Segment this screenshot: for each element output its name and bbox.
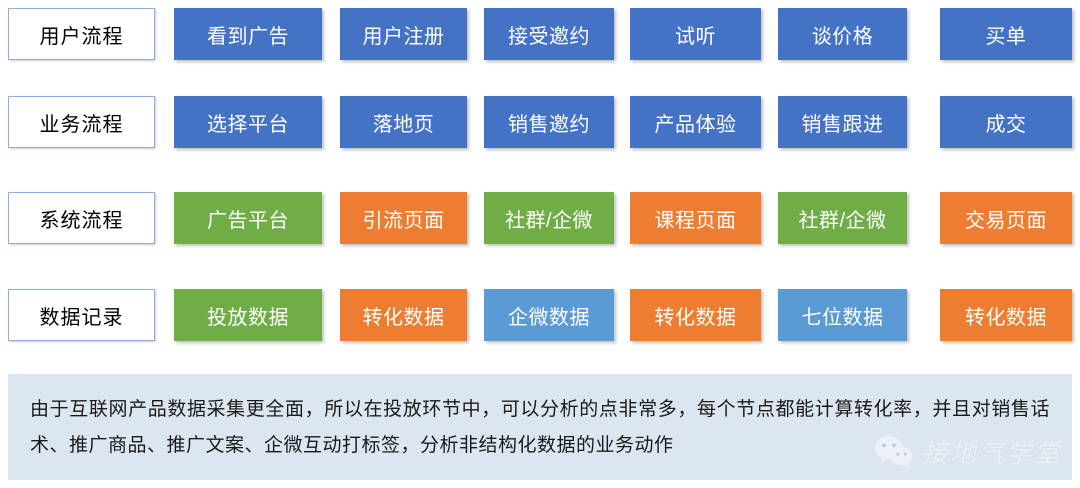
node-business-3[interactable]: 产品体验 bbox=[630, 96, 761, 148]
node-user-4[interactable]: 谈价格 bbox=[778, 8, 907, 60]
note-text: 由于互联网产品数据采集更全面，所以在投放环节中，可以分析的点非常多，每个节点都能… bbox=[30, 399, 1050, 456]
flow-row-system: 系统流程 广告平台 引流页面 社群/企微 课程页面 社群/企微 交易页面 bbox=[0, 192, 1080, 244]
node-data-4[interactable]: 七位数据 bbox=[778, 289, 907, 341]
flow-grid: 用户流程 看到广告 用户注册 接受邀约 试听 谈价格 买单 业务流程 选择平台 … bbox=[0, 8, 1080, 341]
node-user-5[interactable]: 买单 bbox=[940, 8, 1072, 60]
node-user-3[interactable]: 试听 bbox=[630, 8, 761, 60]
node-business-0[interactable]: 选择平台 bbox=[174, 96, 322, 148]
flow-row-user: 用户流程 看到广告 用户注册 接受邀约 试听 谈价格 买单 bbox=[0, 8, 1080, 60]
node-data-3[interactable]: 转化数据 bbox=[630, 289, 761, 341]
row-label-data: 数据记录 bbox=[8, 289, 155, 341]
flow-row-data: 数据记录 投放数据 转化数据 企微数据 转化数据 七位数据 转化数据 bbox=[0, 289, 1080, 341]
node-user-0[interactable]: 看到广告 bbox=[174, 8, 322, 60]
node-system-2[interactable]: 社群/企微 bbox=[484, 192, 614, 244]
note-panel: 由于互联网产品数据采集更全面，所以在投放环节中，可以分析的点非常多，每个节点都能… bbox=[8, 374, 1072, 480]
node-user-1[interactable]: 用户注册 bbox=[340, 8, 467, 60]
node-business-1[interactable]: 落地页 bbox=[340, 96, 467, 148]
row-label-user: 用户流程 bbox=[8, 8, 155, 60]
flow-row-business: 业务流程 选择平台 落地页 销售邀约 产品体验 销售跟进 成交 bbox=[0, 96, 1080, 148]
node-business-2[interactable]: 销售邀约 bbox=[484, 96, 614, 148]
node-user-2[interactable]: 接受邀约 bbox=[484, 8, 614, 60]
node-system-3[interactable]: 课程页面 bbox=[630, 192, 761, 244]
node-data-5[interactable]: 转化数据 bbox=[940, 289, 1072, 341]
node-business-5[interactable]: 成交 bbox=[940, 96, 1072, 148]
row-label-system: 系统流程 bbox=[8, 192, 155, 244]
row-label-business: 业务流程 bbox=[8, 96, 155, 148]
node-business-4[interactable]: 销售跟进 bbox=[778, 96, 907, 148]
node-data-1[interactable]: 转化数据 bbox=[340, 289, 467, 341]
node-data-0[interactable]: 投放数据 bbox=[174, 289, 322, 341]
node-system-1[interactable]: 引流页面 bbox=[340, 192, 467, 244]
node-system-0[interactable]: 广告平台 bbox=[174, 192, 322, 244]
node-system-4[interactable]: 社群/企微 bbox=[778, 192, 907, 244]
node-data-2[interactable]: 企微数据 bbox=[484, 289, 614, 341]
node-system-5[interactable]: 交易页面 bbox=[940, 192, 1072, 244]
